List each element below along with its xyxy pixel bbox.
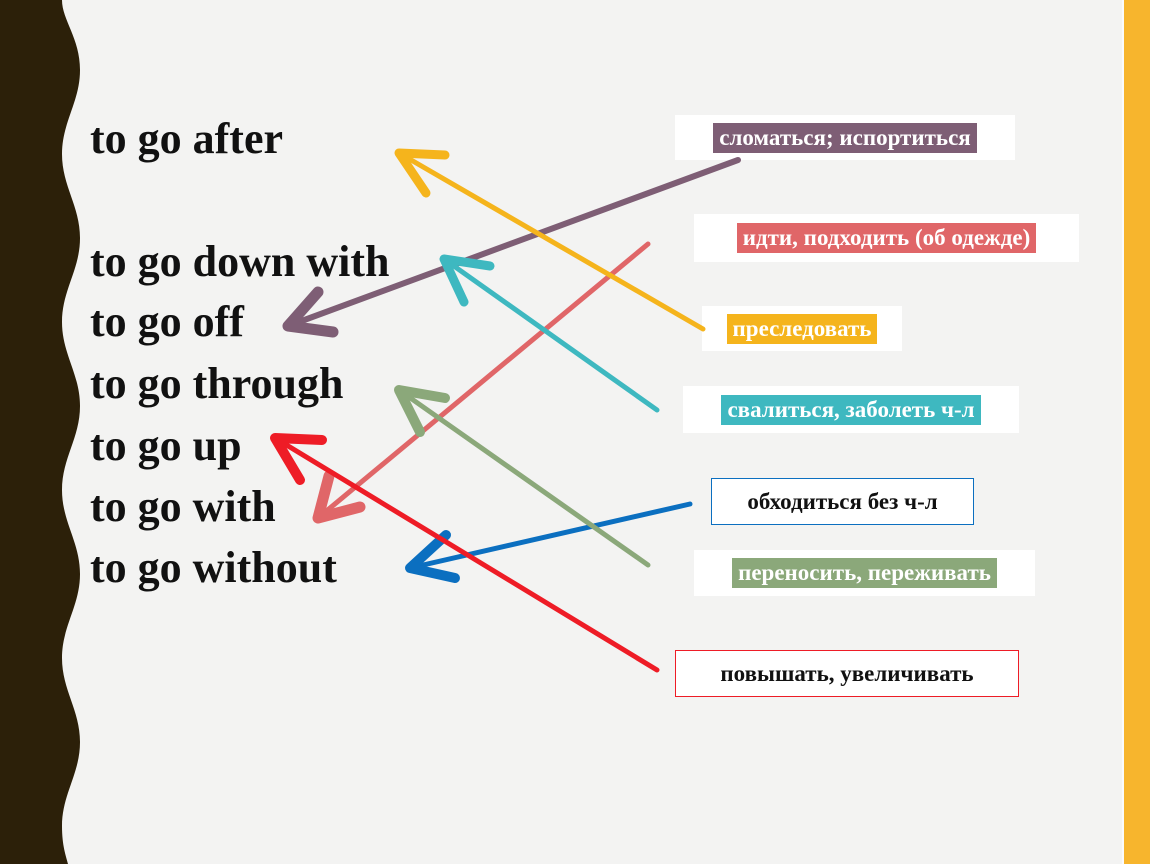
- accent-band: [1124, 0, 1150, 864]
- translation-box-increase: повышать, увеличивать: [675, 650, 1019, 697]
- phrase-go-with: to go with: [90, 482, 276, 531]
- arrow-red: [270, 433, 660, 673]
- translation-box-suit: идти, подходить (об одежде): [694, 214, 1079, 262]
- translation-label: преследовать: [726, 313, 878, 344]
- arrow-salmon: [312, 241, 651, 524]
- phrase-go-down-with: to go down with: [90, 237, 390, 286]
- arrow-sage: [394, 385, 651, 568]
- phrase-go-through: to go through: [90, 359, 344, 408]
- wavy-border-shape: [0, 0, 80, 864]
- translation-label: повышать, увеличивать: [720, 660, 974, 686]
- translation-label: свалиться, заболеть ч-л: [721, 394, 981, 425]
- arrow-mauve: [282, 157, 741, 338]
- translation-box-pursue: преследовать: [702, 306, 902, 351]
- accent-divider-line: [1122, 0, 1124, 864]
- translation-label: сломаться; испортиться: [713, 122, 977, 153]
- arrow-blue: [405, 501, 693, 583]
- phrase-go-off: to go off: [90, 297, 244, 346]
- arrow-gold: [394, 148, 706, 332]
- translation-box-do-without: обходиться без ч-л: [711, 478, 974, 525]
- translation-box-endure: переносить, переживать: [694, 550, 1035, 596]
- phrase-go-after: to go after: [90, 114, 284, 163]
- translation-box-break-down: сломаться; испортиться: [675, 115, 1015, 160]
- translation-label: обходиться без ч-л: [747, 488, 938, 514]
- arrow-teal: [439, 254, 660, 413]
- translation-label: идти, подходить (об одежде): [736, 223, 1037, 253]
- phrase-go-up: to go up: [90, 421, 242, 470]
- translation-label: переносить, переживать: [732, 558, 997, 588]
- translation-box-fall-ill: свалиться, заболеть ч-л: [683, 386, 1019, 433]
- decorative-wavy-border: [0, 0, 80, 864]
- phrase-go-without: to go without: [90, 543, 337, 592]
